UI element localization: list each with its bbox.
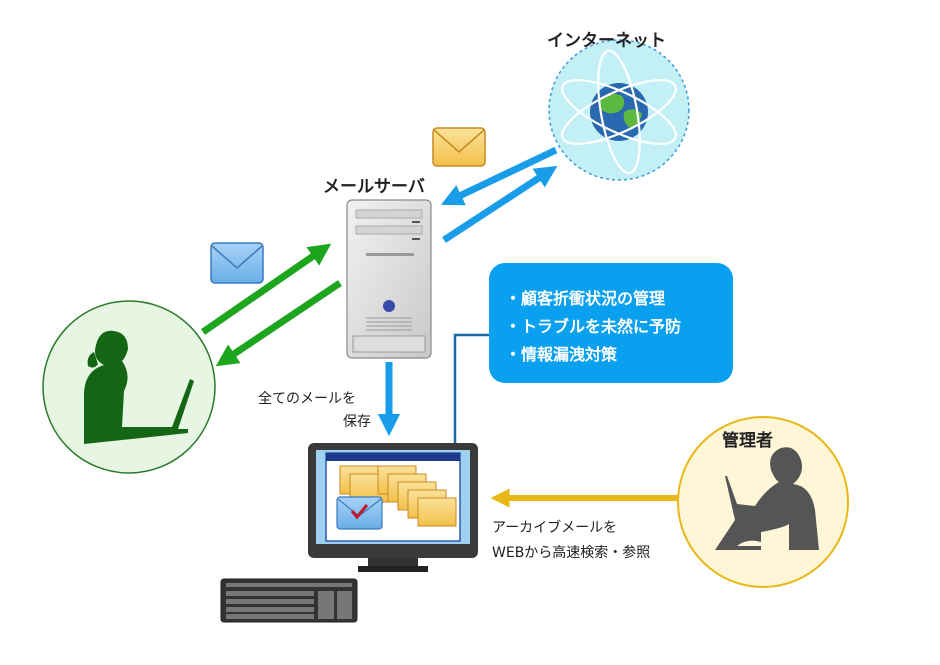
archive-monitor-icon <box>308 443 478 572</box>
envelope-icon <box>432 127 486 167</box>
arrow-server-to-internet <box>442 165 558 243</box>
admin-icon <box>677 416 849 588</box>
archive-search-label-line1: アーカイブメールを <box>492 520 618 536</box>
callout-connector-line <box>453 333 489 445</box>
save-all-label-line2: 保存 <box>343 414 371 430</box>
admin-label: 管理者 <box>722 431 773 451</box>
callout-item: ・情報漏洩対策 <box>505 345 618 364</box>
arrow-internet-to-server <box>440 146 558 206</box>
benefits-callout: ・顧客折衝状況の管理 ・トラブルを未然に予防 ・情報漏洩対策 <box>489 263 733 383</box>
keyboard-icon <box>220 578 358 623</box>
callout-item: ・トラブルを未然に予防 <box>505 317 682 336</box>
internet-globe-icon <box>548 39 690 181</box>
envelope-icon <box>210 242 264 284</box>
mail-server-label: メールサーバ <box>323 177 425 197</box>
save-all-label-line1: 全てのメールを <box>258 391 356 407</box>
user-icon <box>42 300 216 474</box>
internet-label: インターネット <box>547 31 666 51</box>
arrow-user-to-server <box>201 243 332 335</box>
callout-item: ・顧客折衝状況の管理 <box>505 289 666 308</box>
archive-search-label-line2: WEBから高速検索・参照 <box>492 545 651 561</box>
arrow-server-to-user <box>215 280 342 367</box>
mail-server-icon <box>346 199 432 359</box>
